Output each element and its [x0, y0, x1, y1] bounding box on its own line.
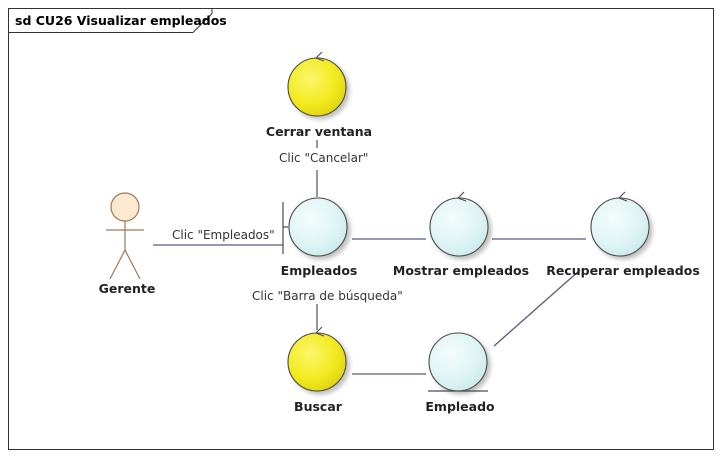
boundary-empleados[interactable]: Empleados	[281, 197, 358, 278]
control-circle	[287, 332, 347, 392]
actor-gerente[interactable]: Gerente	[99, 192, 156, 296]
boundary-circle	[288, 197, 348, 257]
control-arrow-icon	[315, 326, 325, 337]
edge-label-clic-barra-busqueda: Clic "Barra de búsqueda"	[252, 289, 403, 303]
actor-right-leg	[124, 249, 141, 280]
control-arrow-icon	[457, 191, 467, 202]
actor-head	[110, 192, 140, 222]
control-recuperar-empleados[interactable]: Recuperar empleados	[546, 191, 700, 278]
control-buscar[interactable]: Buscar	[287, 326, 347, 414]
control-label: Buscar	[294, 399, 343, 414]
frame-tab	[8, 8, 213, 33]
edge-label-clic-empleados: Clic "Empleados"	[172, 228, 275, 242]
frame-title: sd CU26 Visualizar empleados	[15, 13, 227, 28]
control-circle	[287, 57, 347, 117]
control-arrow-icon	[315, 51, 325, 62]
edge-label-clic-cancelar: Clic "Cancelar"	[279, 151, 368, 165]
control-mostrar-empleados[interactable]: Mostrar empleados	[393, 191, 529, 278]
control-cerrar-ventana[interactable]: Cerrar ventana	[266, 51, 372, 139]
actor-label: Gerente	[99, 281, 156, 296]
boundary-label: Empleados	[281, 263, 358, 278]
control-arrow-icon	[618, 191, 628, 202]
entity-empleado[interactable]: Empleado	[425, 332, 495, 414]
control-label: Cerrar ventana	[266, 124, 372, 139]
link-empleado-recuperar	[493, 269, 581, 347]
control-circle	[429, 197, 489, 257]
entity-circle	[428, 332, 488, 392]
diagram-frame	[8, 8, 714, 450]
control-circle	[590, 197, 650, 257]
control-label: Recuperar empleados	[546, 263, 700, 278]
control-label: Mostrar empleados	[393, 263, 529, 278]
actor-left-leg	[109, 249, 126, 280]
entity-label: Empleado	[425, 399, 495, 414]
